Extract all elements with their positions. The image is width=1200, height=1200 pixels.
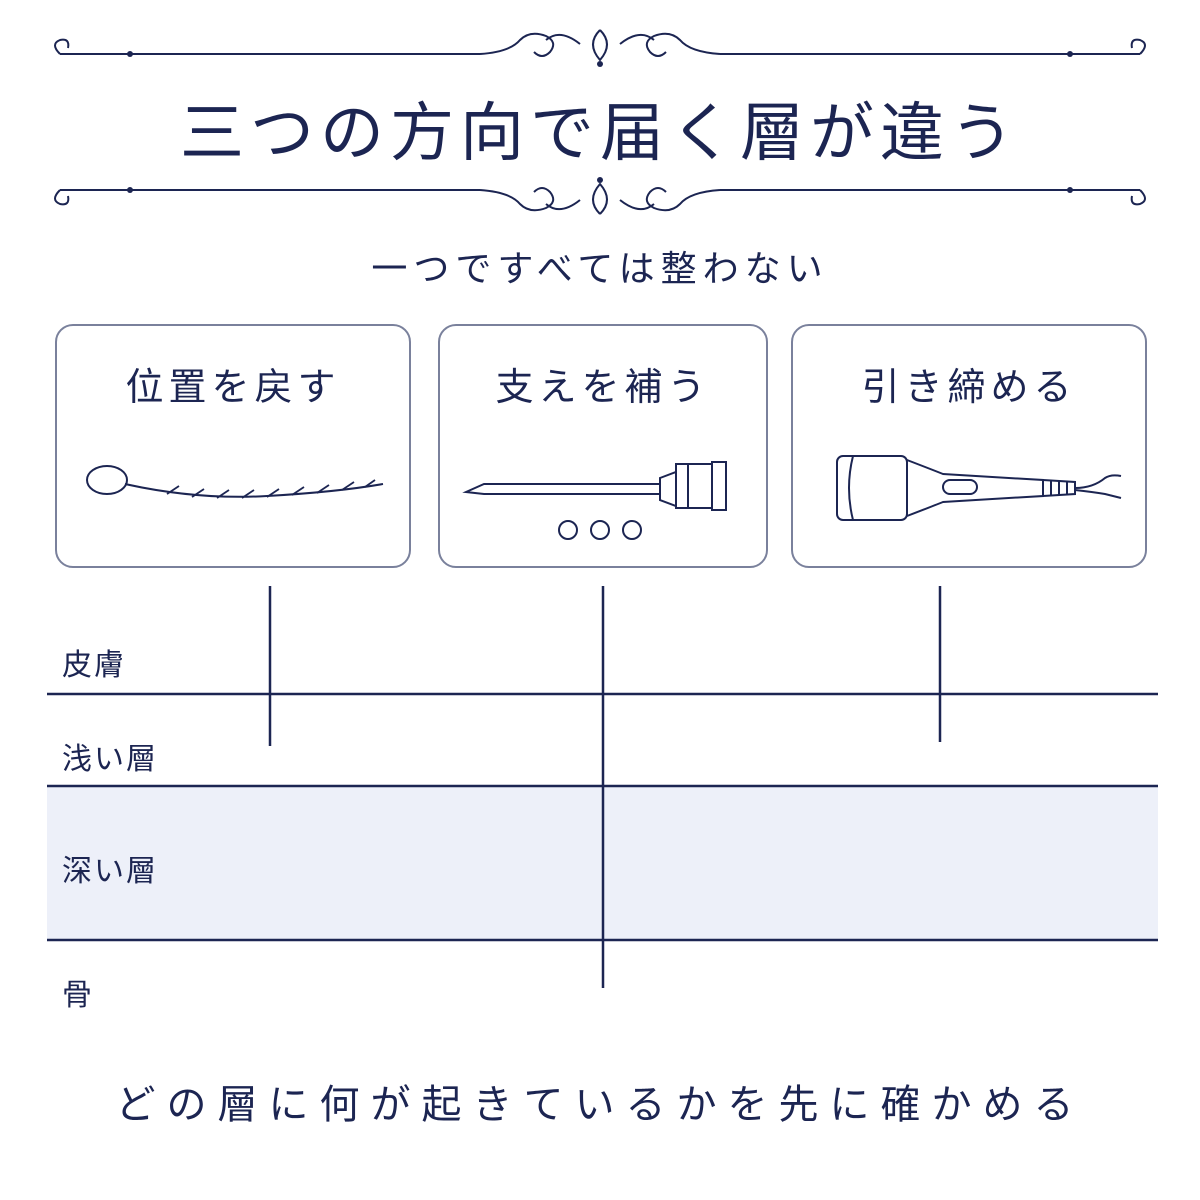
- layer-label-skin: 皮膚: [62, 648, 126, 683]
- ultrasound-device-icon: [836, 455, 1122, 521]
- page-title: 三つの方向で届く層が違う: [180, 97, 1020, 171]
- card-label: 支えを補う: [495, 365, 711, 409]
- footer-caption: どの層に何が起きているかを先に確かめる: [115, 1082, 1085, 1128]
- syringe-needle-icon: [462, 461, 727, 540]
- layer-label-deep: 深い層: [62, 854, 158, 889]
- card-label: 位置を戻す: [125, 365, 341, 409]
- barbed-thread-icon: [86, 465, 384, 499]
- subtitle: 一つですべては整わない: [371, 249, 829, 290]
- card-tighten: 引き締める: [791, 324, 1147, 568]
- card-reposition: 位置を戻す: [55, 324, 411, 568]
- top-ornament-divider: [54, 29, 1146, 67]
- card-support: 支えを補う: [438, 324, 768, 568]
- layer-diagram: [47, 586, 1158, 988]
- layer-label-bone: 骨: [62, 978, 94, 1013]
- bottom-ornament-divider: [54, 177, 1146, 215]
- card-label: 引き締める: [861, 365, 1077, 409]
- layer-label-shallow: 浅い層: [62, 742, 158, 777]
